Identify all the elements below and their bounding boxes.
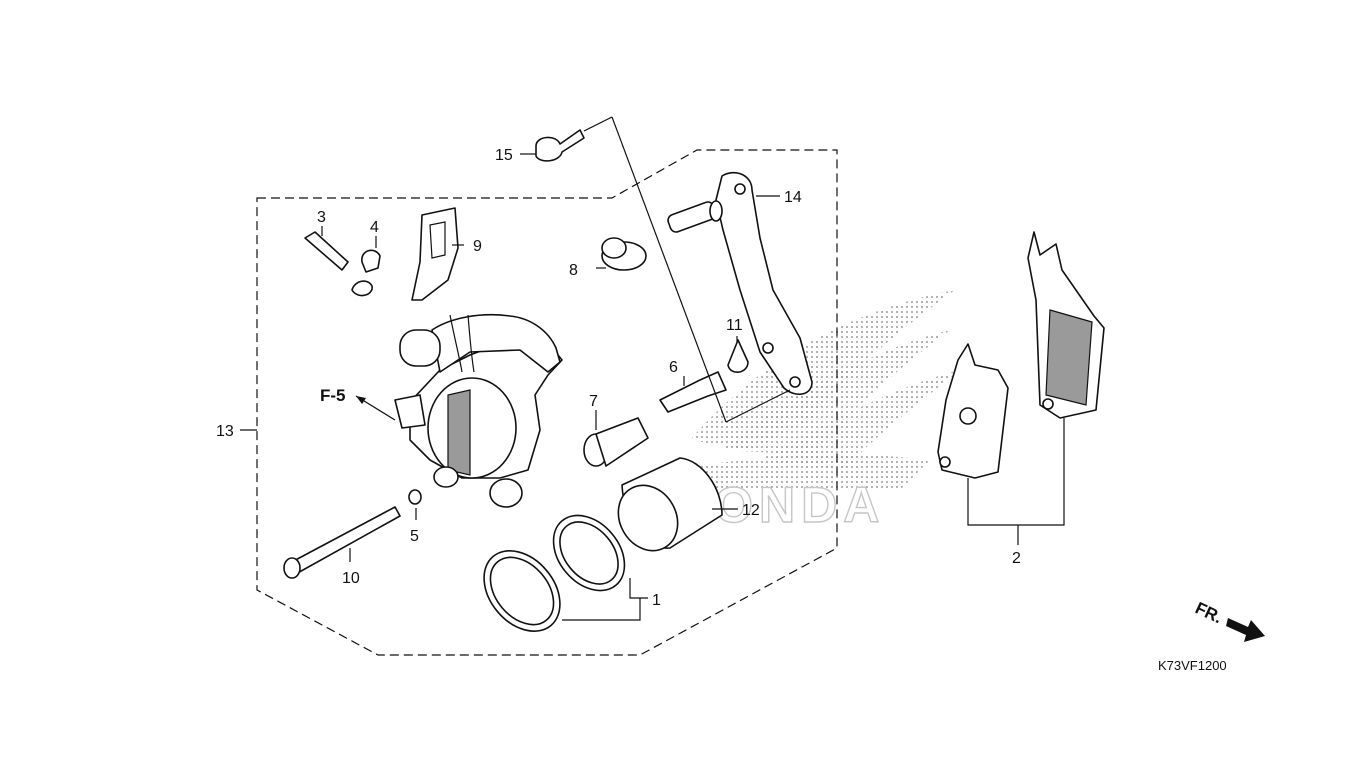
callout-3: 3 (317, 209, 326, 226)
front-direction-label: FR. (1192, 598, 1225, 627)
washer (408, 489, 422, 505)
pad-spring (411, 207, 459, 301)
pad-retainer (727, 339, 749, 373)
pin-boot (601, 237, 647, 271)
front-direction-indicator: FR. (1192, 598, 1265, 642)
pin-bolt (659, 371, 727, 413)
direction-arrow-icon (1226, 618, 1265, 642)
flange-bolt (535, 129, 585, 162)
callout-6: 6 (669, 359, 678, 376)
callout-7: 7 (589, 393, 598, 410)
caliper-body (394, 313, 563, 508)
leader-lines (240, 116, 1065, 621)
callout-9: 9 (473, 238, 482, 255)
brake-pad-set (937, 231, 1105, 479)
reference-label: F-5 (320, 386, 346, 405)
callout-10: 10 (342, 570, 360, 587)
callout-11: 11 (726, 317, 743, 334)
callout-12: 12 (742, 502, 760, 519)
callout-13: 13 (216, 423, 234, 440)
bleeder-screw (304, 231, 349, 271)
callout-5: 5 (410, 528, 419, 545)
piston-seals (483, 514, 626, 632)
callout-labels: 1 2 3 4 5 6 7 8 9 10 11 12 13 14 15 (216, 147, 1021, 609)
callout-15: 15 (495, 147, 513, 164)
callout-4: 4 (370, 219, 379, 236)
diagram-code: K73VF1200 (1158, 658, 1227, 673)
callout-1: 1 (652, 592, 661, 609)
caliper-assembly-boundary (256, 149, 838, 656)
callout-14: 14 (784, 189, 802, 206)
slide-pin (583, 417, 649, 467)
bleeder-cap (351, 249, 381, 297)
callout-2: 2 (1012, 550, 1021, 567)
piston (617, 457, 723, 552)
pad-pin (283, 506, 401, 579)
caliper-bracket (667, 171, 813, 395)
callout-8: 8 (569, 262, 578, 279)
